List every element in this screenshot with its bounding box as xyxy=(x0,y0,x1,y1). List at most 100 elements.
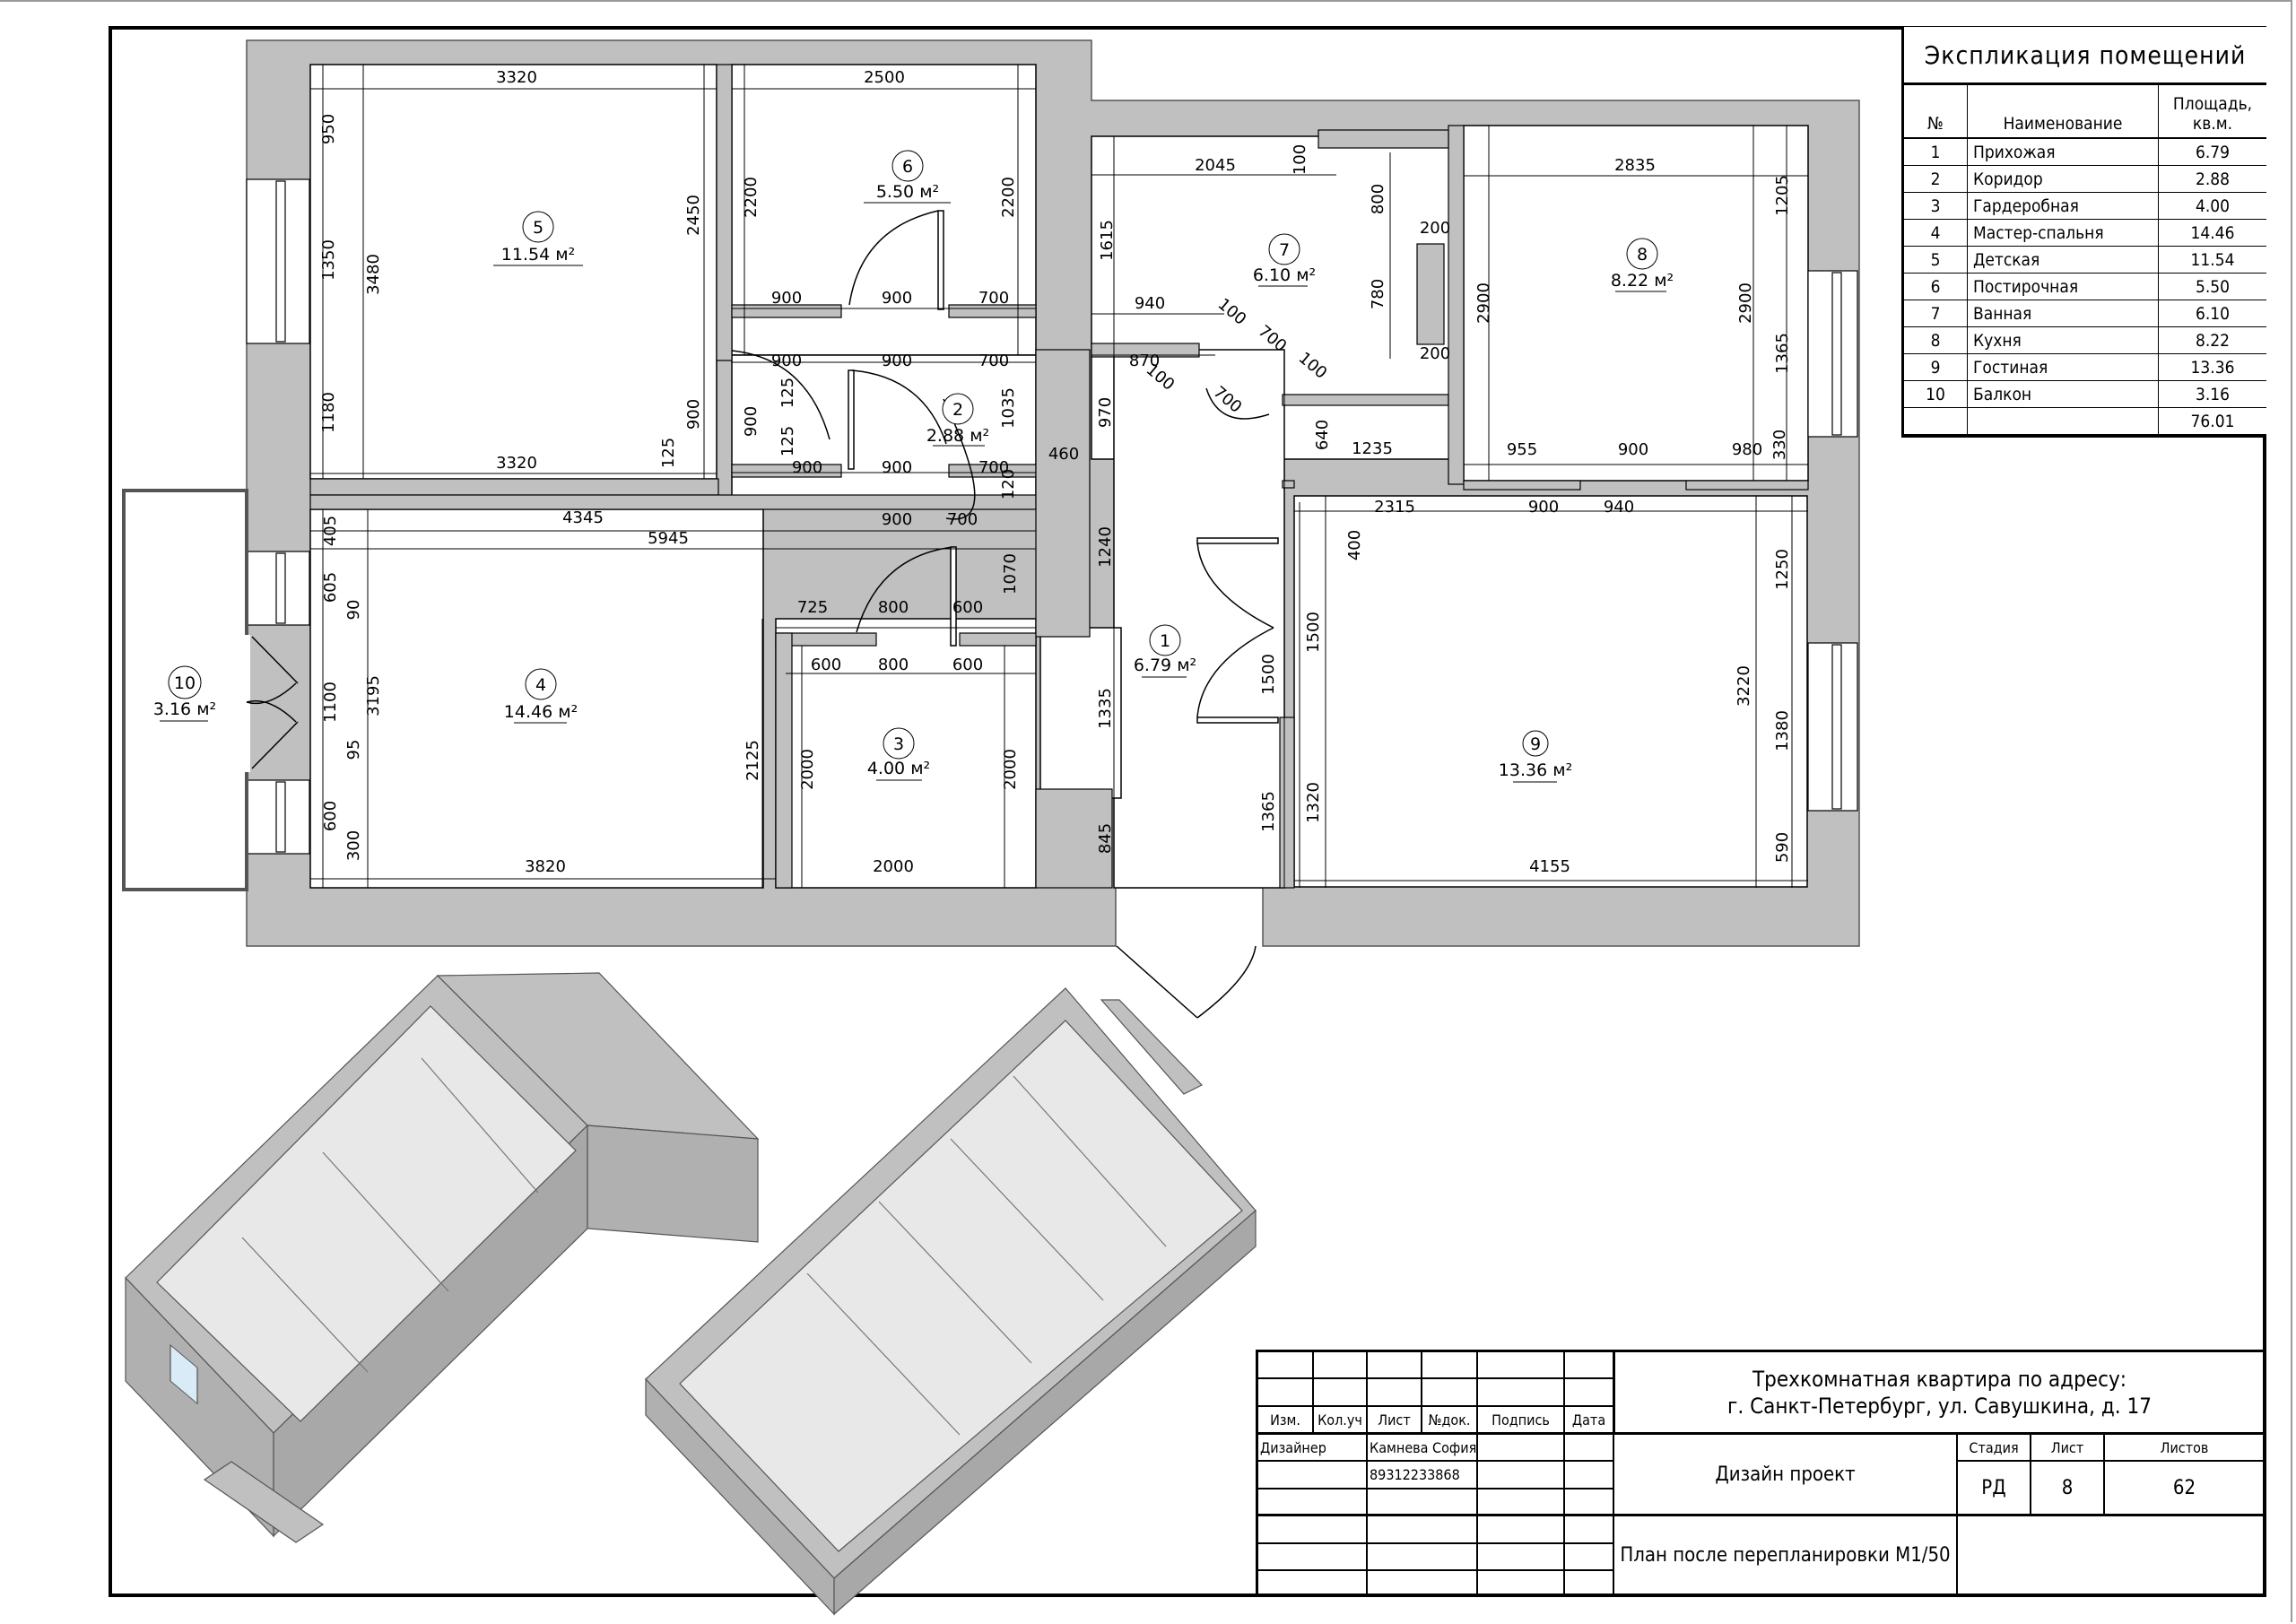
dim-90: 90 xyxy=(344,600,363,621)
dim-125: 125 xyxy=(659,438,678,468)
dim-900-r5: 900 xyxy=(684,399,703,430)
isometric-view-left xyxy=(125,972,760,1543)
room-marker-2[interactable]: 22.88 м² xyxy=(926,393,989,447)
svg-text:8: 8 xyxy=(1637,245,1648,265)
table-total-row: 76.01 xyxy=(1904,407,2266,435)
header-data: Дата xyxy=(1565,1407,1614,1435)
svg-text:8.22 м²: 8.22 м² xyxy=(1611,271,1674,291)
dim-600: 600 xyxy=(321,801,340,831)
dim-r3-900: 900 xyxy=(882,510,912,529)
sheets-label: Листов xyxy=(2105,1435,2266,1462)
svg-text:3: 3 xyxy=(893,734,904,754)
dim-r2-125b: 125 xyxy=(778,426,797,456)
dim-1335: 1335 xyxy=(1096,688,1115,729)
dim-room6-left: 2200 xyxy=(742,177,761,218)
svg-text:2.88 м²: 2.88 м² xyxy=(926,426,989,446)
svg-text:9: 9 xyxy=(1530,734,1541,754)
svg-text:5: 5 xyxy=(533,218,544,238)
doc-type: Дизайн проект xyxy=(1614,1435,1958,1516)
dim-200a: 200 xyxy=(1420,219,1450,238)
dim-r3-800a: 800 xyxy=(878,598,909,617)
dim-1035: 1035 xyxy=(999,387,1018,429)
designer-name: Камнева София xyxy=(1368,1435,1478,1462)
dim-room6-top: 2500 xyxy=(864,68,905,87)
room-marker-7[interactable]: 7 6.10 м² xyxy=(1253,233,1316,287)
dim-2125: 2125 xyxy=(744,740,762,781)
dim-r2-900b: 900 xyxy=(882,352,912,370)
stage-value: РД xyxy=(1958,1462,2031,1516)
dim-r3-600b: 600 xyxy=(811,656,841,674)
col-name: Наименование xyxy=(1967,84,2159,139)
project-address: Трехкомнатная квартира по адресу: г. Сан… xyxy=(1614,1352,2266,1435)
dim-950: 950 xyxy=(319,114,338,144)
dim-r3-800b: 800 xyxy=(878,656,909,674)
header-list: Лист xyxy=(1368,1407,1422,1435)
room-marker-10[interactable]: 103.16 м² xyxy=(153,665,216,722)
dim-r8-2900b: 2900 xyxy=(1736,282,1755,324)
room-marker-4[interactable]: 4 14.46 м² xyxy=(504,668,578,724)
dim-r8-1365: 1365 xyxy=(1773,333,1792,374)
dim-1100: 1100 xyxy=(321,682,340,723)
dim-5945: 5945 xyxy=(648,529,689,548)
dim-r2-700b: 700 xyxy=(978,458,1009,477)
header-izm: Изм. xyxy=(1258,1407,1314,1435)
dim-2450: 2450 xyxy=(684,195,703,236)
room-marker-6[interactable]: 6 5.50 м² xyxy=(864,150,951,204)
svg-text:4: 4 xyxy=(535,675,546,695)
dim-590: 590 xyxy=(1773,832,1792,863)
dim-980: 980 xyxy=(1732,440,1762,459)
room-marker-3[interactable]: 3 4.00 м² xyxy=(867,727,930,781)
dim-800: 800 xyxy=(1369,184,1387,214)
explication-title: Экспликация помещений xyxy=(1904,27,2266,84)
svg-text:7: 7 xyxy=(1279,240,1290,260)
header-kolvo: Кол.уч xyxy=(1314,1407,1368,1435)
dim-r8-2900a: 2900 xyxy=(1474,282,1493,324)
dim-4345: 4345 xyxy=(562,508,604,527)
svg-text:14.46 м²: 14.46 м² xyxy=(504,702,578,722)
dim-300: 300 xyxy=(344,830,363,861)
svg-text:4.00 м²: 4.00 м² xyxy=(867,759,930,778)
dim-200b: 200 xyxy=(1420,344,1450,363)
dim-2835: 2835 xyxy=(1614,156,1656,175)
dim-1350: 1350 xyxy=(319,239,338,281)
svg-text:3.16 м²: 3.16 м² xyxy=(153,699,216,719)
dim-1205: 1205 xyxy=(1773,175,1792,216)
dim-460: 460 xyxy=(1048,445,1079,464)
room-marker-5[interactable]: 511.54 м² xyxy=(493,211,583,266)
dim-1615: 1615 xyxy=(1098,220,1117,261)
dim-640: 640 xyxy=(1313,420,1332,450)
dim-r6-900b: 900 xyxy=(882,289,912,308)
svg-text:6: 6 xyxy=(902,157,913,177)
dim-r2-700: 700 xyxy=(978,352,1009,370)
dim-r2-900d: 900 xyxy=(882,458,912,477)
svg-text:6.10 м²: 6.10 м² xyxy=(1253,265,1316,285)
sheet-value: 8 xyxy=(2031,1462,2105,1516)
col-area: Площадь,кв.м. xyxy=(2158,84,2266,139)
dim-95: 95 xyxy=(344,740,363,760)
dim-1235: 1235 xyxy=(1352,439,1393,458)
room-marker-8[interactable]: 8 8.22 м² xyxy=(1611,238,1674,292)
dim-r3-700: 700 xyxy=(947,510,978,529)
dim-845: 845 xyxy=(1096,823,1115,854)
dim-4155: 4155 xyxy=(1529,857,1570,876)
svg-text:5.50 м²: 5.50 м² xyxy=(876,182,939,202)
rooms-explication-table: Экспликация помещений № Наименование Пло… xyxy=(1901,27,2266,438)
dim-100-top: 100 xyxy=(1291,144,1309,175)
room-marker-1[interactable]: 16.79 м² xyxy=(1134,624,1196,678)
svg-text:1: 1 xyxy=(1160,631,1170,651)
dim-2315: 2315 xyxy=(1374,498,1415,517)
dim-r1-1365: 1365 xyxy=(1259,791,1278,832)
dim-2045: 2045 xyxy=(1195,156,1236,175)
room-marker-9[interactable]: 9 13.36 м² xyxy=(1499,730,1572,783)
dim-955: 955 xyxy=(1507,440,1537,459)
dim-3820: 3820 xyxy=(525,857,566,876)
header-ndok: №док. xyxy=(1422,1407,1478,1435)
svg-text:13.36 м²: 13.36 м² xyxy=(1499,760,1572,780)
